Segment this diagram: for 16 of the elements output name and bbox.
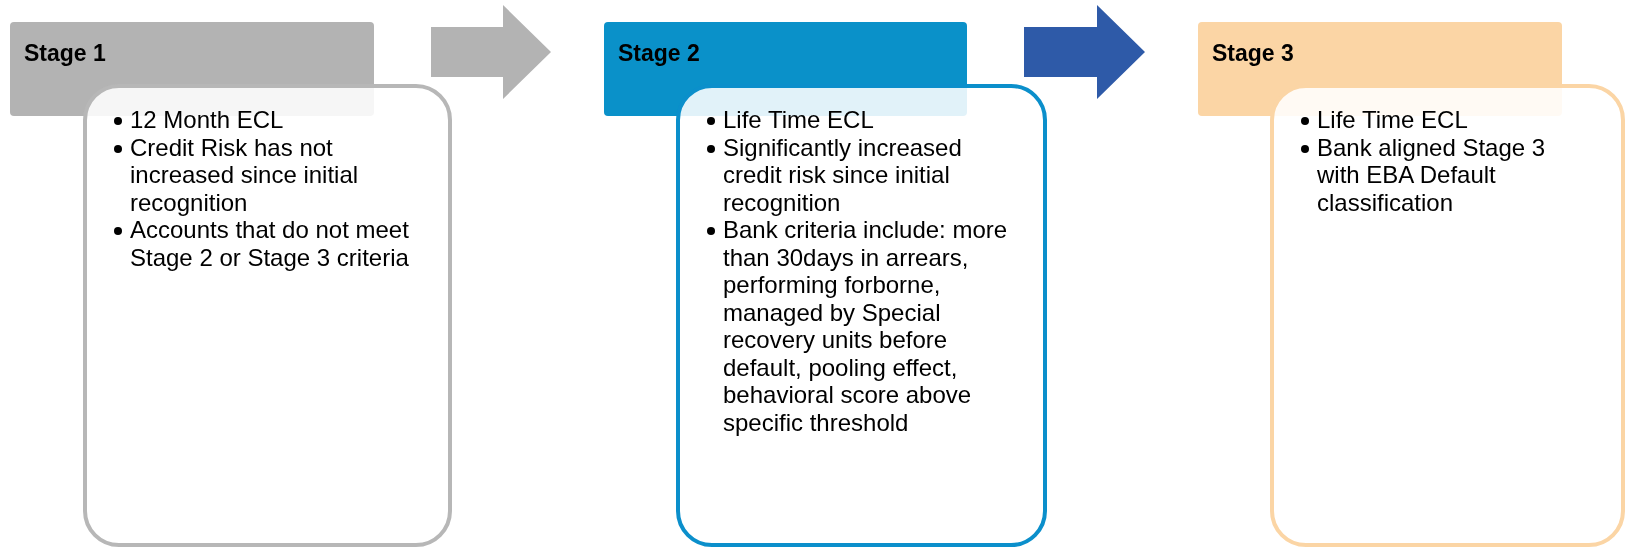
stage-title: Stage 1 [24,40,106,67]
stage-description-card [676,84,1047,547]
bullet-text: Credit Risk has not increased since initial recognition [130,133,360,216]
bullet-text: Life Time ECL [723,106,875,134]
stage-description-card [1270,84,1625,547]
stage-title: Stage 3 [1212,40,1294,67]
block-arrow [431,5,551,99]
bullet-text: Accounts that do not meet Stage 2 or Stage 3 criteria [130,216,410,271]
bullet-text: 12 Month ECL [130,106,285,134]
block-arrow [1024,5,1145,99]
bullet-text: Bank criteria include: more than 30days in arrears, performing forborne, managed by Special recovery units before default, pooling effect, behavioral score above specific threshold [723,216,1009,436]
bullet-text: Life Time ECL [1317,106,1469,134]
stage-title: Stage 2 [618,40,700,67]
stage-description-card [83,84,452,547]
bullet-text: Significantly increased credit risk since initial recognition [723,133,963,216]
bullet-text: Bank aligned Stage 3 with EBA Default classification [1317,133,1547,216]
